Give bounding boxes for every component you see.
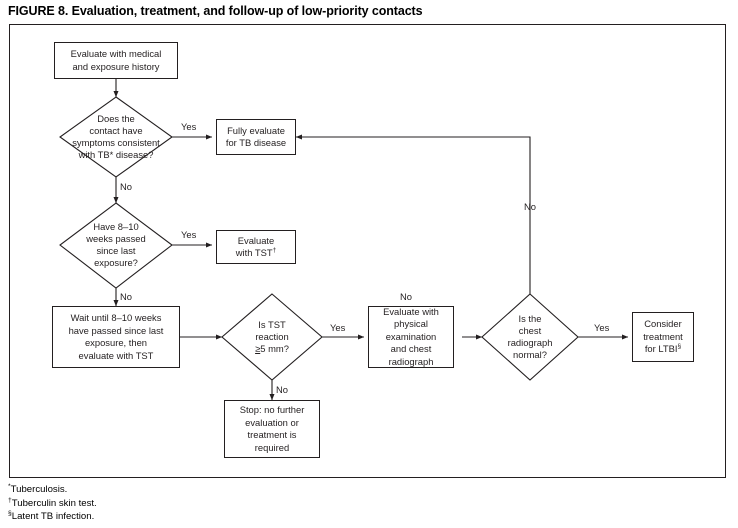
decision-weeks-line1: Have 8–10 (93, 220, 139, 232)
footnote-3-marker: § (8, 509, 12, 517)
node-stop-line3: treatment is (247, 429, 297, 440)
node-wait-line2: have passed since last (68, 324, 164, 336)
edge-label-weeks-no: No (120, 291, 132, 302)
edge-label-symptoms-no: No (120, 181, 132, 192)
node-phys-line4: and chest (390, 343, 432, 355)
footnote-2-marker: † (8, 496, 12, 504)
node-wait-line1: Wait until 8–10 weeks (70, 312, 162, 323)
node-consider-treatment-ltbi[interactable]: Consider treatment for LTBI§ (632, 312, 694, 362)
footnote-item-2: †Tuberculin skin test. (8, 496, 97, 511)
footnote-1-marker: * (8, 482, 11, 490)
node-evaluate-with-tst-line1: Evaluate (237, 234, 275, 246)
node-evaluate-history[interactable]: Evaluate with medical and exposure histo… (54, 42, 178, 79)
decision-weeks-line4: exposure? (94, 257, 138, 269)
node-ltbi-line3: for LTBI (644, 343, 678, 355)
footnote-2-text: Tuberculin skin test. (11, 497, 97, 509)
decision-weeks-passed[interactable]: Have 8–10 weeks passed since last exposu… (66, 214, 166, 276)
edge-label-weeks-yes: Yes (181, 229, 197, 240)
node-evaluate-history-line1: Evaluate with medical (70, 48, 162, 59)
page-title: FIGURE 8. Evaluation, treatment, and fol… (8, 4, 423, 18)
node-fully-evaluate-tb-line1: Fully evaluate (227, 124, 285, 136)
decision-weeks-line2: weeks passed (86, 232, 146, 244)
node-phys-line3: examination (385, 330, 437, 342)
decision-tst-line2: reaction (255, 330, 289, 342)
node-wait-8-10-weeks[interactable]: Wait until 8–10 weeks have passed since … (52, 306, 180, 368)
footnote-1-text: Tuberculosis. (10, 484, 68, 495)
edge-label-cxr-no: No (400, 291, 412, 302)
decision-cxr-line2: chest (518, 324, 542, 336)
edge-label-cxr-no-vertical: No (524, 201, 536, 212)
decision-tst-reaction[interactable]: Is TST reaction ≥5 mm? (232, 311, 312, 363)
footnote-marker-dagger: † (272, 246, 277, 254)
footnote-item-3: §Latent TB infection. (8, 510, 97, 524)
decision-symptoms-line4: with TB* disease? (78, 149, 154, 161)
node-ltbi-line2: treatment (643, 330, 683, 342)
decision-cxr-line3: radiograph (507, 337, 553, 348)
node-stop-line2: evaluation or (245, 416, 299, 428)
edge-label-symptoms-yes: Yes (181, 121, 197, 132)
decision-weeks-line3: since last (96, 245, 136, 256)
node-wait-line4: evaluate with TST (78, 349, 154, 361)
node-wait-line3: exposure, then (84, 337, 147, 348)
decision-tst-line1: Is TST (258, 318, 286, 330)
footnote-marker-section: § (677, 343, 682, 351)
node-evaluate-with-tst-line2: with TST (235, 247, 273, 258)
footnote-item-1: *Tuberculosis. (8, 483, 97, 497)
node-evaluate-with-tst[interactable]: Evaluate with TST† (216, 230, 296, 264)
decision-symptoms-line3: symptoms consistent (72, 137, 160, 148)
decision-chest-radiograph[interactable]: Is the chest radiograph normal? (492, 305, 568, 369)
node-phys-line5: radiograph (388, 355, 434, 367)
decision-tst-ge-symbol: ≥ (255, 343, 261, 355)
edge-label-tst-yes: Yes (330, 322, 346, 333)
node-evaluate-physical-exam[interactable]: Evaluate with physical examination and c… (368, 306, 454, 368)
footnote-3-text: Latent TB infection. (11, 511, 95, 522)
node-stop-no-further-evaluation[interactable]: Stop: no further evaluation or treatment… (224, 400, 320, 458)
node-fully-evaluate-tb[interactable]: Fully evaluate for TB disease (216, 119, 296, 155)
decision-symptoms-line1: Does the (97, 112, 135, 124)
node-evaluate-history-line2: and exposure history (72, 60, 160, 72)
decision-cxr-line1: Is the (518, 312, 542, 324)
node-ltbi-line1: Consider (644, 318, 682, 330)
node-stop-line4: required (254, 441, 290, 453)
edge-label-tst-no: No (276, 384, 288, 395)
footnotes: *Tuberculosis. †Tuberculin skin test. §L… (8, 483, 97, 524)
node-stop-line1: Stop: no further (239, 404, 305, 415)
edge-label-cxr-yes: Yes (594, 322, 610, 333)
decision-symptoms[interactable]: Does the contact have symptoms consisten… (61, 105, 171, 169)
decision-tst-line3: 5 mm? (260, 343, 289, 355)
decision-cxr-line4: normal? (513, 349, 547, 361)
node-fully-evaluate-tb-line2: for TB disease (225, 137, 287, 148)
node-phys-line1: Evaluate with (383, 305, 439, 317)
node-phys-line2: physical (394, 318, 428, 330)
decision-symptoms-line2: contact have (89, 124, 143, 136)
